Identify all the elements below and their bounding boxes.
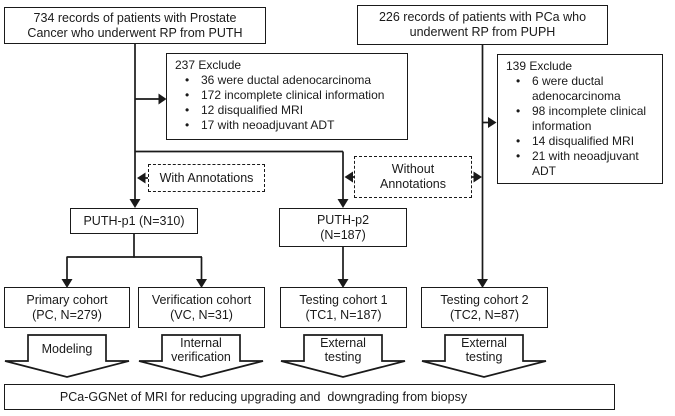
- arrowhead-with-annotations-left: [137, 172, 146, 184]
- arrowhead-into-exclude-puth: [158, 93, 167, 105]
- process-external-testing-2-label: External testing: [429, 336, 539, 364]
- source-puph-line-2: underwent RP from PUPH: [409, 25, 556, 39]
- node-exclude-puth: 237 Exclude 36 were ductal adenocarcinom…: [166, 53, 408, 140]
- source-puth-line-2: Cancer who underwent RP from PUTH: [27, 25, 243, 40]
- process-modeling-text: Modeling: [41, 342, 93, 356]
- node-testing-cohort-1: Testing cohort 1 (TC1, N=187): [280, 287, 407, 328]
- exclude-puph-list: 6 were ductal adenocarcinoma 98 incomple…: [506, 74, 658, 179]
- node-puth-p2: PUTH-p2 (N=187): [279, 208, 407, 247]
- source-puth-line-1: 734 records of patients with Prostate: [33, 10, 237, 25]
- node-puth-p1: PUTH-p1 (N=310): [70, 208, 198, 234]
- process-internal-verification-label: Internal verification: [146, 336, 256, 364]
- arrowhead-into-primary: [61, 279, 73, 288]
- primary-cohort-line-1: Primary cohort: [26, 292, 108, 307]
- process-external-1-line-1: External: [320, 336, 366, 350]
- node-testing-cohort-2: Testing cohort 2 (TC2, N=87): [421, 287, 548, 328]
- chevron-internal-verification: [138, 334, 264, 378]
- node-verification-cohort: Verification cohort (VC, N=31): [138, 287, 265, 328]
- primary-cohort-line-2: (PC, N=279): [32, 307, 102, 322]
- chevron-modeling: [4, 334, 130, 378]
- arrowhead-into-puth-p2: [337, 199, 349, 208]
- arrowhead-into-testing-2: [477, 279, 488, 288]
- process-external-2-line-1: External: [461, 336, 507, 350]
- testing-cohort-1-line-1: Testing cohort 1: [299, 292, 388, 307]
- exclude-puph-item: 98 incomplete clinical information: [506, 104, 658, 134]
- arrowhead-into-puth-p1: [129, 199, 141, 208]
- testing-cohort-2-line-2: (TC2, N=87): [449, 307, 520, 322]
- node-without-annotations: Without Annotations: [354, 156, 472, 198]
- puth-p1-label: PUTH-p1 (N=310): [83, 213, 185, 228]
- node-exclude-puph: 139 Exclude 6 were ductal adenocarcinoma…: [497, 54, 663, 184]
- process-external-2-line-2: testing: [465, 349, 503, 364]
- process-modeling-label: Modeling: [12, 342, 122, 357]
- chevron-external-testing-1: [280, 334, 406, 378]
- verification-cohort-line-2: (VC, N=31): [170, 307, 233, 322]
- exclude-puph-title: 139 Exclude: [506, 59, 573, 73]
- with-annotations-label: With Annotations: [159, 170, 254, 185]
- node-outcome: PCa-GGNet of MRI for reducing upgrading …: [4, 384, 615, 410]
- without-annotations-line-2: Annotations: [379, 177, 447, 191]
- testing-cohort-1-line-2: (TC1, N=187): [305, 307, 382, 322]
- verification-cohort-line-1: Verification cohort: [151, 292, 252, 307]
- process-external-testing-1-label: External testing: [288, 336, 398, 364]
- testing-cohort-2-line-1: Testing cohort 2: [440, 292, 529, 307]
- exclude-puph-item: 21 with neoadjuvant ADT: [506, 149, 658, 179]
- exclude-puth-item: 12 disqualified MRI: [175, 103, 384, 118]
- puth-p2-line-1: PUTH-p2: [316, 212, 370, 227]
- arrowhead-into-testing-1: [337, 279, 349, 288]
- node-primary-cohort: Primary cohort (PC, N=279): [4, 287, 130, 328]
- arrowhead-without-annotations-left: [344, 171, 353, 183]
- exclude-puth-title: 237 Exclude: [175, 58, 242, 72]
- source-puph-line-1: 226 records of patients with PCa who: [378, 10, 587, 24]
- arrowhead-without-annotations-right: [473, 171, 482, 183]
- process-external-1-line-2: testing: [324, 349, 362, 364]
- outcome-label: PCa-GGNet of MRI for reducing upgrading …: [59, 389, 468, 404]
- exclude-puth-item: 172 incomplete clinical information: [175, 88, 384, 103]
- arrowhead-into-verification: [196, 279, 207, 288]
- process-internal-line-2: verification: [171, 349, 231, 364]
- node-source-puth: 734 records of patients with Prostate Ca…: [4, 7, 266, 44]
- exclude-puph-item: 6 were ductal adenocarcinoma: [506, 74, 658, 104]
- node-source-puph: 226 records of patients with PCa who und…: [357, 5, 608, 45]
- exclude-puph-item: 14 disqualified MRI: [506, 134, 658, 149]
- exclude-puth-item: 36 were ductal adenocarcinoma: [175, 73, 384, 88]
- without-annotations-line-1: Without: [391, 162, 435, 176]
- chevron-external-testing-2: [421, 334, 547, 378]
- puth-p2-line-2: (N=187): [320, 227, 366, 242]
- exclude-puth-list: 36 were ductal adenocarcinoma 172 incomp…: [175, 73, 384, 133]
- node-with-annotations: With Annotations: [148, 164, 265, 192]
- process-internal-line-1: Internal: [180, 336, 222, 350]
- exclude-puth-item: 17 with neoadjuvant ADT: [175, 118, 384, 133]
- arrowhead-into-exclude-puph: [488, 117, 497, 128]
